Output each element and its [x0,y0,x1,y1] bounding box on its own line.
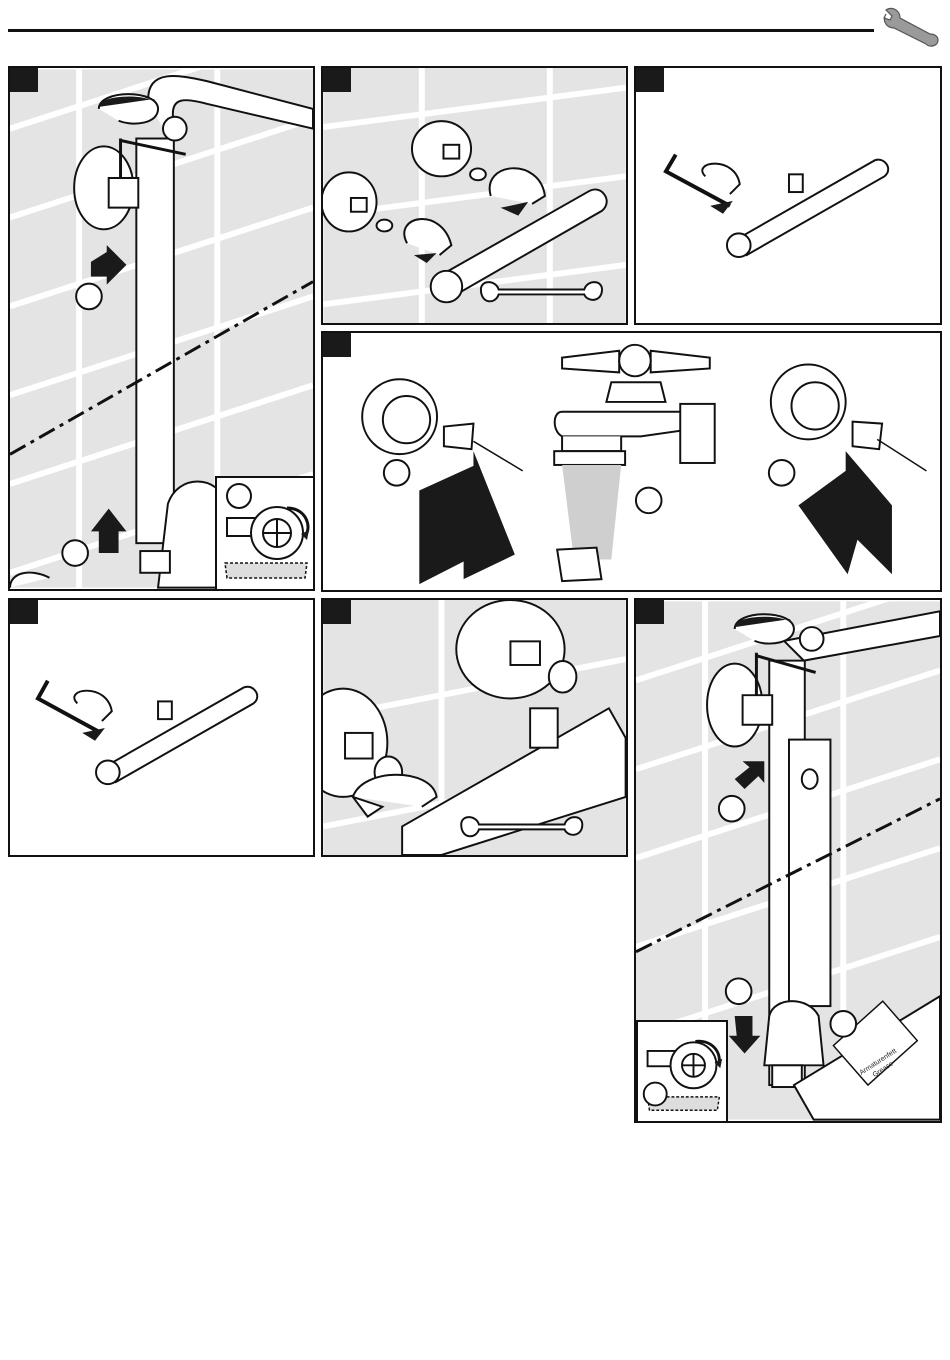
step-3-illustration [636,68,940,323]
step-5-illustration [10,600,313,855]
step-panel-5 [8,598,315,857]
step-badge [636,68,664,92]
wrench-icon [880,6,942,50]
step-panel-4 [321,331,942,592]
step-badge [323,333,351,357]
detail-inset [215,476,315,591]
step-badge [10,600,38,624]
step-panel-3 [634,66,942,325]
callout-circle [76,284,102,310]
step-badge [323,68,351,92]
step-panel-2 [321,66,628,325]
header-rule [8,29,874,32]
step-panel-1 [8,66,315,591]
step-4-illustration [323,333,940,590]
callout-circle [62,540,88,566]
step-6-illustration [323,600,626,855]
step-badge [10,68,38,92]
callout-circle [163,117,187,141]
step-panel-6 [321,598,628,857]
step-panel-7: Armaturenfett Grease [634,598,942,1123]
step-badge [323,600,351,624]
detail-inset [636,1020,728,1123]
step-badge [636,600,664,624]
step-2-illustration [323,68,626,323]
